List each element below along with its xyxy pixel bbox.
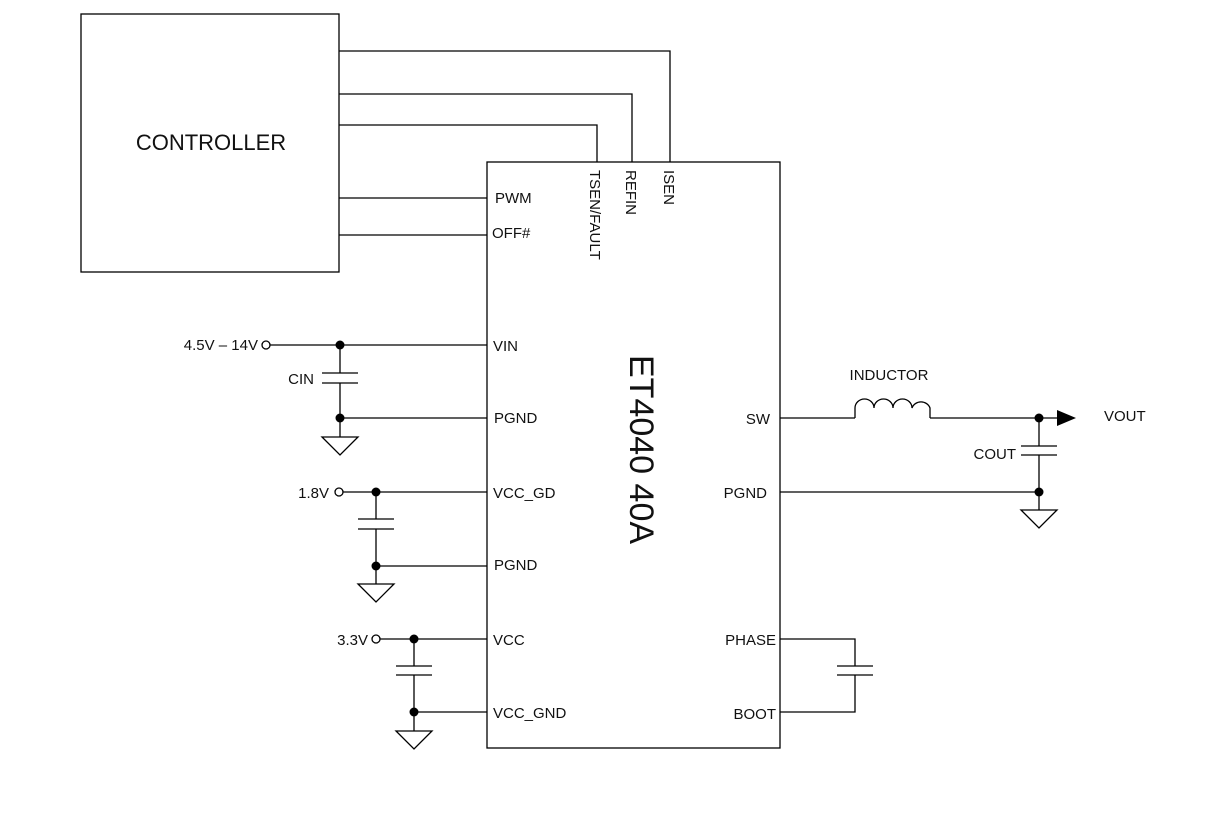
ground-icon — [320, 436, 360, 456]
pin-pgnd-1: PGND — [494, 410, 538, 427]
pin-vcc-gd: VCC_GD — [493, 485, 556, 502]
vout-arrow-icon — [1057, 410, 1076, 426]
pin-off: OFF# — [492, 225, 531, 242]
pin-sw: SW — [746, 411, 771, 428]
pin-vcc: VCC — [493, 632, 525, 649]
cout-capacitor — [1021, 445, 1057, 456]
pin-pwm: PWM — [495, 190, 532, 207]
pin-tsen-fault: TSEN/FAULT — [586, 170, 603, 260]
ground-icon — [1019, 509, 1059, 529]
vin-terminal — [261, 340, 271, 350]
pin-phase: PHASE — [725, 632, 776, 649]
ground-icon — [394, 730, 434, 750]
wire-phase — [780, 638, 856, 666]
controller-label: CONTROLLER — [136, 130, 286, 155]
chip-label: ET4040 40A — [622, 355, 660, 544]
v33-label: 3.3V — [337, 632, 368, 649]
pin-vin: VIN — [493, 338, 518, 355]
pin-pgnd-2: PGND — [494, 557, 538, 574]
controller-block — [80, 13, 340, 273]
v18-terminal — [334, 487, 344, 497]
vin-range-label: 4.5V – 14V — [184, 337, 258, 354]
v18-label: 1.8V — [298, 485, 329, 502]
wire-isen — [339, 50, 671, 162]
cout-label: COUT — [974, 446, 1017, 463]
inductor-icon — [854, 398, 931, 418]
wire-boot — [780, 675, 856, 713]
cin-capacitor — [322, 372, 358, 384]
v33-terminal — [371, 634, 381, 644]
chip-block — [486, 161, 781, 749]
cin-label: CIN — [288, 371, 314, 388]
pin-boot: BOOT — [733, 706, 776, 723]
wire-tsen — [339, 124, 598, 162]
boot-capacitor — [837, 665, 873, 676]
pin-refin: REFIN — [622, 170, 639, 215]
vcc-gd-capacitor — [358, 518, 394, 530]
wire-refin — [339, 93, 633, 162]
inductor-label: INDUCTOR — [850, 367, 929, 384]
vcc-capacitor — [396, 665, 432, 676]
vout-label: VOUT — [1104, 408, 1146, 425]
ground-icon — [356, 583, 396, 603]
pin-vcc-gnd: VCC_GND — [493, 705, 567, 722]
pin-pgnd-right: PGND — [724, 485, 768, 502]
pin-isen: ISEN — [660, 170, 677, 205]
